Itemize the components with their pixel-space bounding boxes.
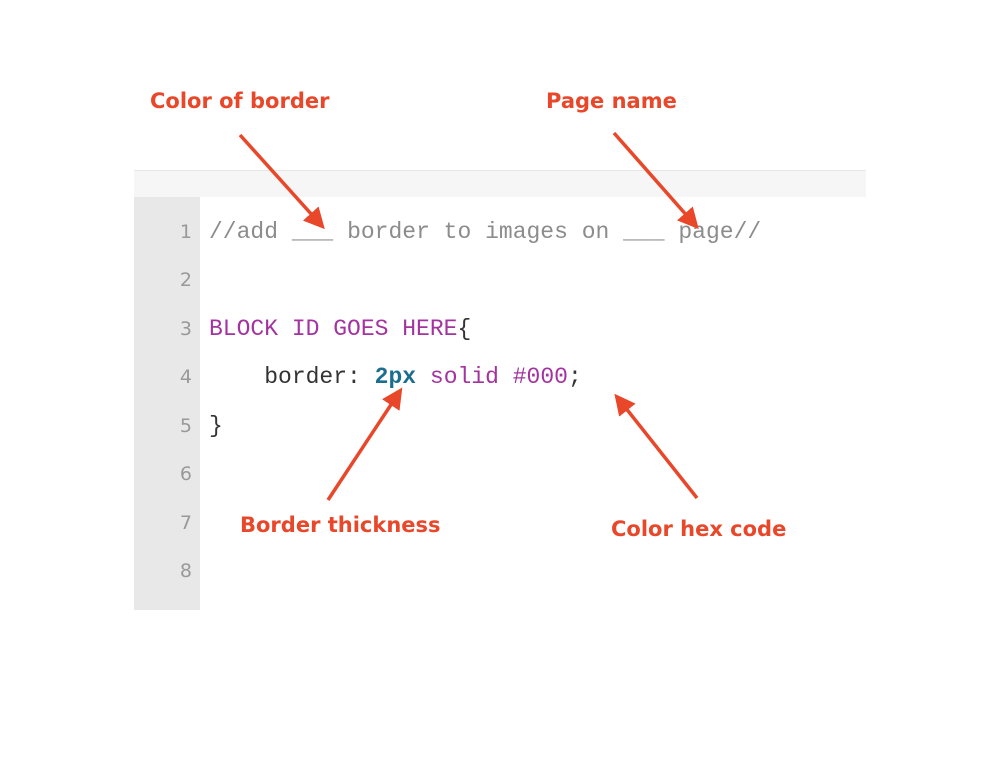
border-color-value: #000 bbox=[512, 364, 568, 390]
css-selector: BLOCK ID GOES HERE bbox=[209, 316, 458, 342]
blank-placeholder-color: ___ bbox=[291, 219, 334, 245]
line-number: 1 bbox=[179, 221, 192, 243]
comment-end: page// bbox=[678, 219, 762, 245]
border-style-value: solid bbox=[429, 364, 499, 390]
open-brace: { bbox=[457, 316, 472, 342]
comment-text: //add ___ border to images on ___ page// bbox=[209, 217, 761, 247]
semicolon: ; bbox=[567, 364, 582, 390]
code-line-1[interactable]: 1 //add ___ border to images on ___ page… bbox=[134, 217, 866, 247]
comment-middle: border to images on bbox=[347, 219, 610, 245]
code-line-2[interactable]: 2 bbox=[134, 265, 866, 295]
line-number: 2 bbox=[179, 269, 192, 291]
code-line-3[interactable]: 3 BLOCK ID GOES HERE{ bbox=[134, 314, 866, 344]
close-brace-line: } bbox=[209, 411, 223, 441]
label-color-hex-code: Color hex code bbox=[611, 517, 787, 541]
line-number-gutter bbox=[134, 197, 200, 610]
line-number: 5 bbox=[179, 415, 192, 437]
line-number: 8 bbox=[179, 560, 192, 582]
editor-toolbar bbox=[134, 170, 866, 197]
line-number: 7 bbox=[179, 512, 192, 534]
code-line-8[interactable]: 8 bbox=[134, 556, 866, 586]
label-color-of-border: Color of border bbox=[150, 89, 330, 113]
declaration-line: border: 2px solid #000; bbox=[209, 362, 582, 392]
close-brace: } bbox=[209, 413, 223, 439]
comment-start: //add bbox=[209, 219, 279, 245]
code-line-7[interactable]: 7 bbox=[134, 508, 866, 538]
border-thickness-value: 2px bbox=[374, 364, 417, 390]
code-line-5[interactable]: 5 } bbox=[134, 411, 866, 441]
label-border-thickness: Border thickness bbox=[240, 513, 441, 537]
css-property: border: bbox=[264, 364, 361, 390]
label-page-name: Page name bbox=[546, 89, 677, 113]
code-editor[interactable]: 1 //add ___ border to images on ___ page… bbox=[134, 170, 866, 610]
line-number: 4 bbox=[179, 366, 192, 388]
code-line-4[interactable]: 4 border: 2px solid #000; bbox=[134, 362, 866, 392]
blank-placeholder-page: ___ bbox=[623, 219, 665, 245]
line-number: 3 bbox=[179, 318, 192, 340]
selector-line: BLOCK ID GOES HERE{ bbox=[209, 314, 471, 344]
line-number: 6 bbox=[179, 463, 192, 485]
code-line-6[interactable]: 6 bbox=[134, 459, 866, 489]
